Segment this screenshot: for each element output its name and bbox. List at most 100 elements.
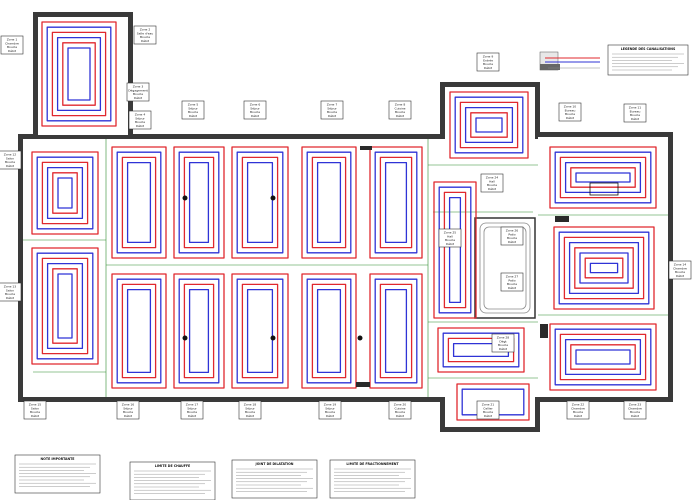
supply-pipe [369, 273, 423, 389]
room-tag-line: Débit [396, 114, 405, 118]
room-tag-line: Débit [484, 66, 493, 70]
supply-pipe [301, 146, 357, 259]
manifold-2 [356, 382, 370, 387]
legend-detail-drawing [539, 51, 600, 71]
room-tag-line: Zone 17 [186, 403, 199, 407]
heating-loop [369, 146, 423, 259]
return-pipe [236, 278, 284, 384]
heating-loop [301, 146, 357, 259]
note-title: LIMITE DE FRACTIONNEMENT [346, 462, 399, 466]
room-tag-line: Boucle [5, 292, 15, 296]
room-tag-line: Zone 18 [244, 403, 257, 407]
room-tag-line: Zone 28 [497, 336, 510, 340]
room-tag-line: Débit [188, 414, 197, 418]
heating-loop [41, 21, 117, 127]
room-tag-line: Boucle [507, 282, 517, 286]
room-tag-line: Boucle [487, 183, 497, 187]
room-tag-line: Débit [631, 414, 640, 418]
heating-loop [173, 273, 225, 389]
drain-point [182, 195, 188, 201]
return-pipe [178, 278, 220, 384]
drain-point [270, 335, 276, 341]
room-tag-line: Débit [488, 187, 497, 191]
room-tag-line: Débit [6, 164, 15, 168]
room-tag-line: Boucle [140, 35, 150, 39]
return-pipe [558, 231, 650, 305]
room-tag-line: Chambre [673, 266, 687, 270]
heating-loop [553, 226, 655, 310]
room-tag-line: Salle d'eau [137, 31, 154, 35]
room-tag-line: Zone 25 [444, 231, 457, 235]
room-tag-line: Chambre [571, 406, 585, 410]
room-tag-line: Boucle [498, 343, 508, 347]
note-box: LIMITE DE CHAUFFE [129, 461, 216, 500]
room-tag-line: Zone 24 [486, 176, 499, 180]
heating-loop [111, 146, 167, 259]
room-tag-line: Débit [676, 274, 685, 278]
room-tag-line: Boucle [395, 410, 405, 414]
heating-loop [549, 323, 657, 391]
room-tag-line: Chambre [5, 41, 19, 45]
room-tag-line: Boucle [7, 45, 17, 49]
room-tag-line: Boucle [245, 410, 255, 414]
zone-boundaries [23, 139, 668, 397]
return-pipe [438, 186, 472, 314]
room-tag-line: Zone 13 [4, 285, 17, 289]
room-tag-line: Séjour [187, 406, 197, 410]
room-tag-line: Débit [246, 414, 255, 418]
room-tag-line: Débit [566, 116, 575, 120]
heating-loop [549, 146, 657, 209]
room-tag-line: Boucle [483, 410, 493, 414]
room-tag-line: Boucle [327, 110, 337, 114]
room-tag-line: Débit [499, 347, 508, 351]
room-tag-line: Débit [446, 242, 455, 246]
heating-loop [173, 146, 225, 259]
room-tag-line: Boucle [250, 110, 260, 114]
room-tag-line: Boucle [133, 92, 143, 96]
supply-pipe [369, 146, 423, 259]
room-tag-line: Zone 12 [4, 153, 17, 157]
room-tag-line: Zone 22 [572, 403, 585, 407]
room-tag-line: Débit [508, 240, 517, 244]
room-tag-line: Zone 9 [483, 55, 494, 59]
room-tag-line: Boucle [630, 410, 640, 414]
note-title: LIMITE DE CHAUFFE [155, 464, 190, 468]
room-tag-line: Zone 8 [395, 103, 406, 107]
return-pipe [374, 151, 418, 254]
room-tag-line: Séjour [135, 116, 145, 120]
supply-pipe [549, 146, 657, 209]
return-pipe [442, 332, 520, 368]
room-tag-line: Zone 19 [324, 403, 337, 407]
room-tag-line: Boucle [187, 410, 197, 414]
heating-loop [231, 273, 289, 389]
room-tag-line: Débit [631, 117, 640, 121]
supply-pipe [111, 273, 167, 389]
room-tag-line: Débit [124, 414, 133, 418]
room-tag-line: Entrée [483, 58, 493, 62]
room-tag-line: Cellier [483, 406, 493, 410]
drain-point [357, 335, 363, 341]
room-tag-line: Boucle [675, 270, 685, 274]
note-title: LEGENDE DES CANALISATIONS [621, 47, 676, 51]
room-tag-line: Zone 20 [394, 403, 407, 407]
room-tag-line: Boucle [135, 120, 145, 124]
room-tag-line: Séjour [327, 106, 337, 110]
room-tag-line: Cuisine [395, 406, 406, 410]
room-tag-line: Zone 23 [629, 403, 642, 407]
note-title: NOTE IMPORTANTE [41, 457, 75, 461]
heating-loop [31, 247, 99, 365]
